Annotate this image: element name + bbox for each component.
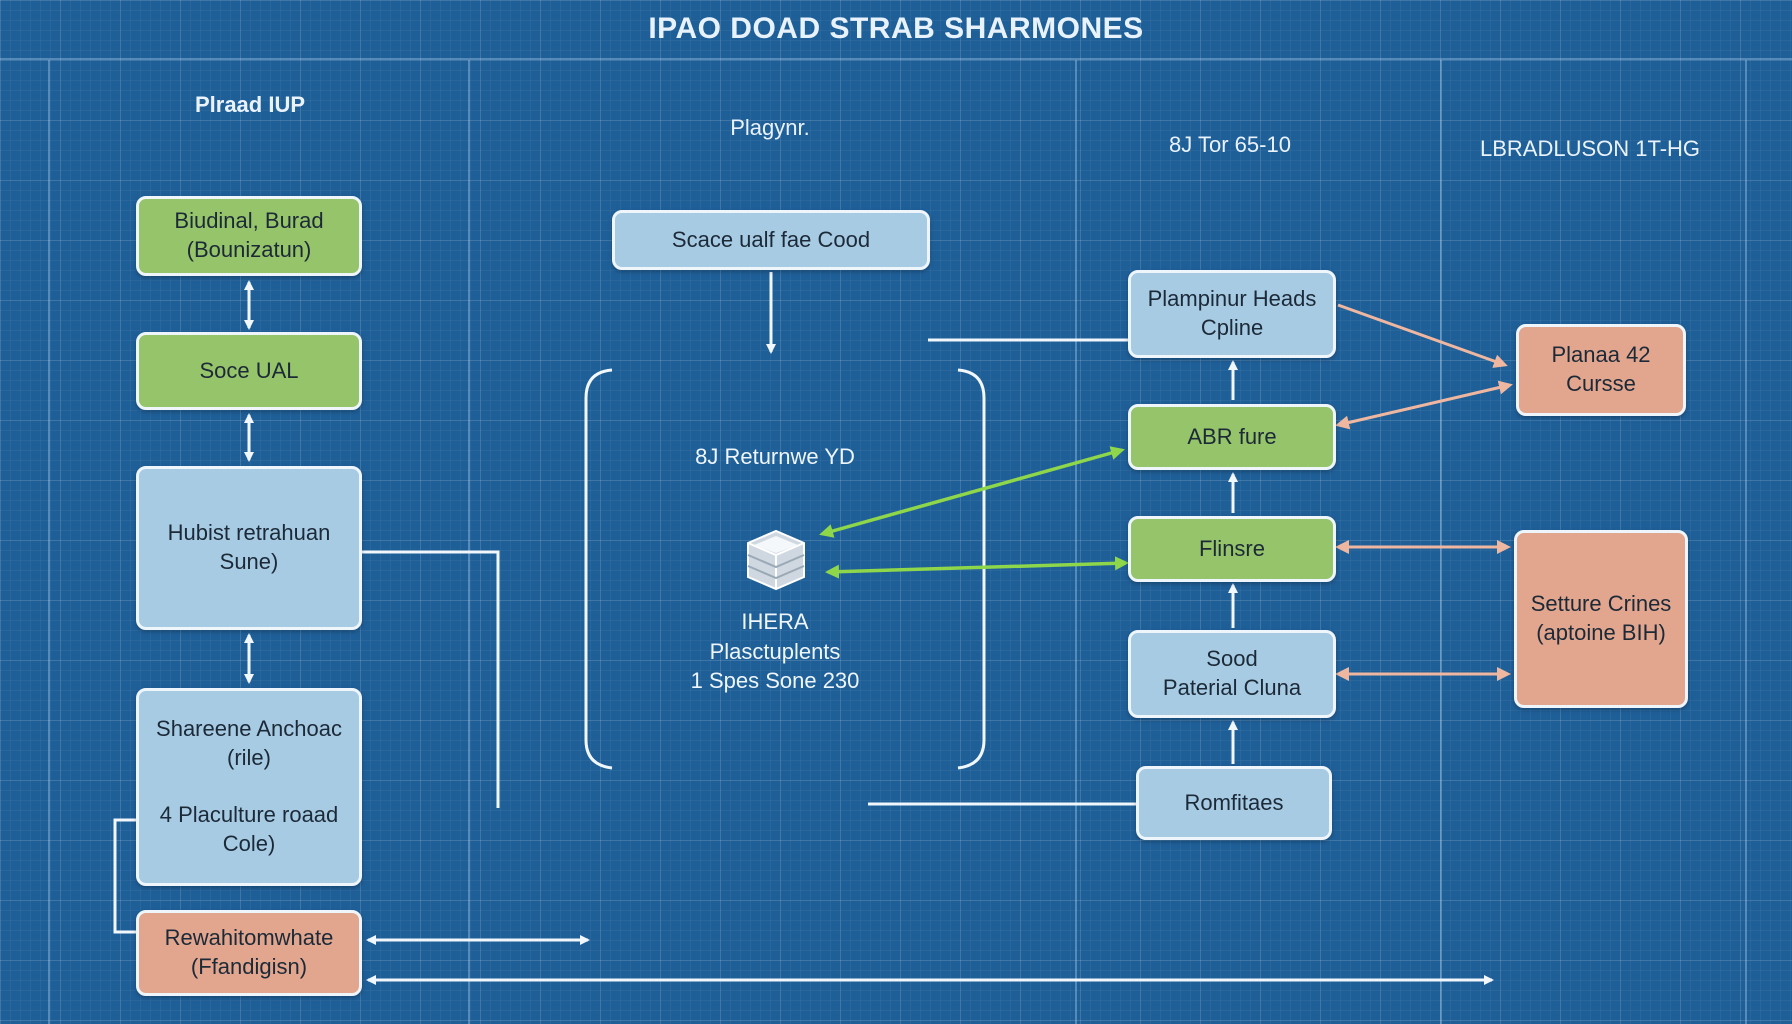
node-label: (rile) bbox=[227, 745, 271, 770]
link-r1-o1 bbox=[1337, 303, 1508, 368]
middle-connectors bbox=[584, 272, 1136, 806]
node-label: Setture Crines bbox=[1530, 591, 1672, 617]
section-bracket-left bbox=[584, 368, 613, 770]
node-label: Shareene Anchoac bbox=[156, 716, 342, 742]
node-label: 4 Placulture roaad bbox=[159, 802, 339, 828]
column-header-2: Plagynr. bbox=[730, 115, 810, 140]
caption-line: 1 Spes Sone 230 bbox=[690, 668, 860, 694]
node-label: Rewahitomwhate bbox=[164, 925, 334, 951]
node-label: Cpline bbox=[1200, 315, 1264, 340]
stacked-cubes-icon bbox=[747, 529, 805, 591]
node-left-2[interactable]: Soce UAL bbox=[136, 332, 362, 410]
green-links bbox=[819, 446, 1129, 579]
node-label: Plampinur Heads bbox=[1147, 286, 1317, 312]
node-right-3[interactable]: Flinsre bbox=[1128, 516, 1336, 582]
caption-line: Plasctuplents bbox=[709, 638, 841, 664]
node-right-1[interactable]: Plampinur Heads Cpline bbox=[1128, 270, 1336, 358]
node-left-1[interactable]: Biudinal, Burad (Bounizatun) bbox=[136, 196, 362, 276]
column-divider bbox=[468, 60, 470, 1024]
header-divider bbox=[0, 58, 1792, 60]
node-label: (Bounizatun) bbox=[186, 237, 312, 262]
node-left-4[interactable]: Shareene Anchoac (rile) 4 Placulture roa… bbox=[136, 688, 362, 886]
link-r2-o1 bbox=[1335, 380, 1513, 430]
node-label: Sood bbox=[1206, 646, 1258, 672]
bracket-n3 bbox=[362, 550, 500, 808]
column-divider bbox=[1745, 60, 1747, 1024]
salmon-links bbox=[1335, 303, 1513, 681]
node-label: Sune) bbox=[219, 549, 279, 574]
node-label: ABR fure bbox=[1187, 423, 1277, 449]
column-header-4: LBRADLUSON 1T-HG bbox=[1479, 136, 1701, 161]
diagram-title: IPAO DOAD STRAB SHARMONES bbox=[648, 12, 1144, 45]
node-label: (Ffandigisn) bbox=[190, 954, 308, 979]
column-divider bbox=[48, 60, 50, 1024]
node-label: Soce UAL bbox=[199, 357, 299, 383]
left-column-connectors bbox=[113, 280, 1494, 985]
node-right-4[interactable]: Sood Paterial Cluna bbox=[1128, 630, 1336, 718]
node-label: Scace ualf fae Cood bbox=[671, 226, 871, 252]
node-label: Hubist retrahuan bbox=[167, 520, 331, 546]
node-label: Cole) bbox=[222, 831, 276, 856]
caption-line: IHERA bbox=[741, 609, 809, 634]
node-left-3[interactable]: Hubist retrahuan Sune) bbox=[136, 466, 362, 630]
node-right-2[interactable]: ABR fure bbox=[1128, 404, 1336, 470]
node-label: Planaa 42 bbox=[1551, 342, 1651, 368]
node-label: (aptoine BIH) bbox=[1536, 620, 1666, 645]
node-label: Biudinal, Burad bbox=[174, 208, 324, 234]
node-outcome-1[interactable]: Planaa 42 Cursse bbox=[1516, 324, 1686, 416]
column-divider bbox=[1075, 60, 1077, 1024]
section-label: 8J Returnwe YD bbox=[695, 444, 855, 469]
link-icon-r3 bbox=[825, 556, 1129, 579]
section-caption: IHERA Plasctuplents 1 Spes Sone 230 bbox=[660, 607, 890, 696]
node-label: Paterial Cluna bbox=[1162, 675, 1302, 700]
column-header-3: 8J Tor 65-10 bbox=[1169, 132, 1291, 157]
node-middle-top[interactable]: Scace ualf fae Cood bbox=[612, 210, 930, 270]
node-label: Flinsre bbox=[1198, 535, 1265, 561]
node-right-5[interactable]: Romfitaes bbox=[1136, 766, 1332, 840]
node-label: Cursse bbox=[1566, 371, 1636, 396]
column-header-1: Plraad IUP bbox=[194, 92, 306, 117]
node-left-5[interactable]: Rewahitomwhate (Ffandigisn) bbox=[136, 910, 362, 996]
node-label: Romfitaes bbox=[1184, 789, 1284, 815]
link-icon-r2 bbox=[819, 446, 1125, 538]
bracket-n4-n5 bbox=[113, 818, 138, 934]
node-outcome-2[interactable]: Setture Crines (aptoine BIH) bbox=[1514, 530, 1688, 708]
